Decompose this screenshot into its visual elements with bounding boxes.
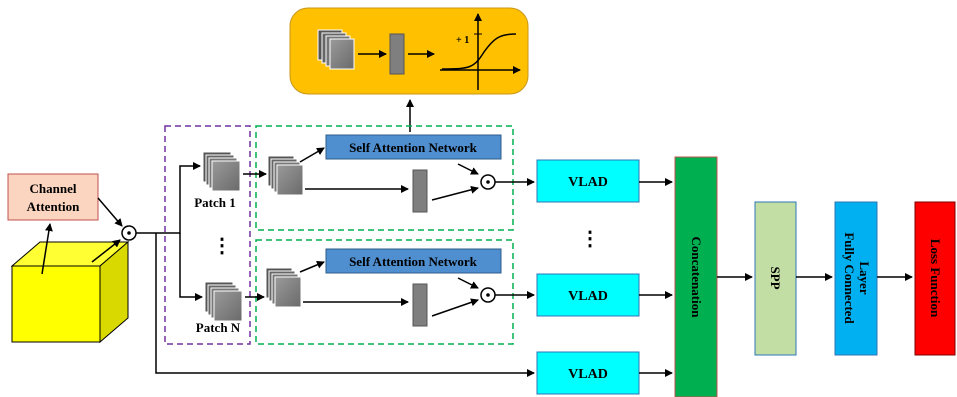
patch-n-feature-stack-icon [204,281,243,322]
concatenation-label: Concatenation [689,237,704,319]
self-attention-network-upper: Self Attention Network [325,134,502,160]
channel-attention-box: Channel Attention [7,173,99,221]
channel-attention-line1: Channel [30,181,77,196]
branch-2-feature-stack-icon [265,267,302,308]
plus-one-label: + 1 [456,35,469,46]
dot-product-node-input [121,225,137,241]
inset-vector-icon [389,33,405,75]
input-feature-cube [10,240,130,344]
patch-n-label: Patch N [196,320,241,335]
branch-1-feature-stack-icon [267,155,304,196]
vlad-block-lower: VLAD [536,351,640,395]
spp-label: SPP [768,266,783,289]
branch-2-vector-icon [412,283,428,327]
inset-feature-stack-icon [317,29,355,70]
vlad-block-upper: VLAD [536,159,640,203]
attention-branch-box-lower [255,239,514,345]
loss-function-label: Loss Function [928,239,943,318]
self-attention-label-lower: Self Attention Network [349,254,478,269]
channel-attention-line2: Attention [27,199,80,214]
vlad-label-lower: VLAD [568,367,608,382]
concatenation-block: Concatenation [674,156,718,397]
vlad-label-upper: VLAD [568,175,608,190]
sigmoid-inset-box [289,7,529,95]
sigmoid-inset: + 1 [289,7,529,95]
fc-label-line1: Fully Connected [842,232,857,324]
dot-product-node-lower [480,287,496,303]
self-attention-network-lower: Self Attention Network [325,248,502,274]
sigmoid-curve-icon: + 1 [440,13,521,90]
self-attention-label-upper: Self Attention Network [349,140,478,155]
patch-group-box [164,125,251,345]
patch-ellipsis: ⋮ [212,235,232,257]
vlad-block-middle: VLAD [536,273,640,317]
vlad-label-middle: VLAD [568,289,608,304]
fc-label-line2: Layer [857,261,872,294]
vlad-ellipsis: ⋮ [580,228,600,250]
spp-block: SPP [754,201,797,356]
dot-product-node-upper [480,174,496,190]
fully-connected-block: Fully Connected Layer [834,201,878,356]
patch-1-feature-stack-icon [202,151,241,192]
branch-1-vector-icon [412,169,428,213]
loss-function-block: Loss Function [914,201,956,356]
attention-branch-box-upper [255,125,514,231]
patch-1-label: Patch 1 [194,195,236,210]
